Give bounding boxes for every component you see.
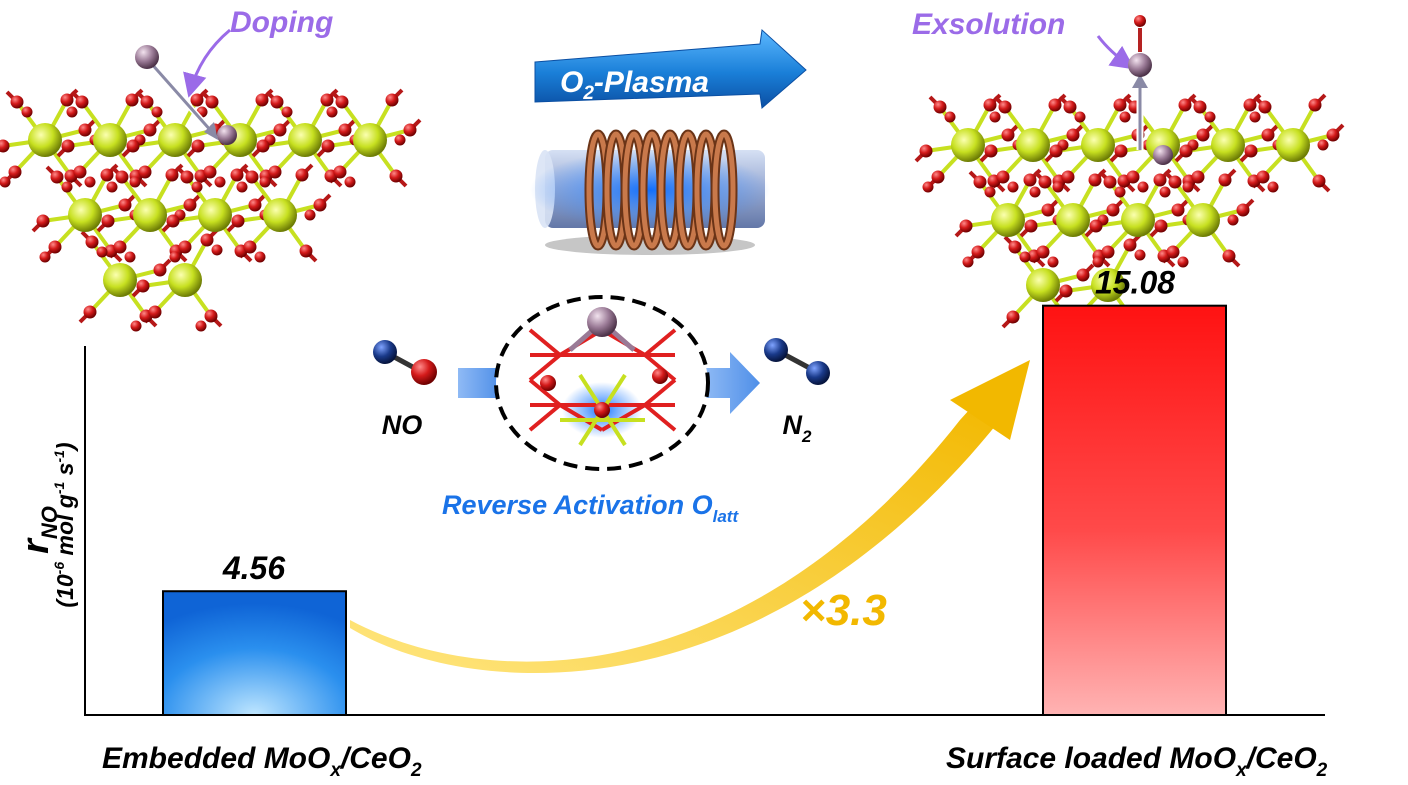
bar-value-label: 4.56: [222, 550, 285, 586]
x-label-surface: Surface loaded MoO: [946, 742, 1236, 775]
multiplier-label: ×3.3: [800, 586, 887, 635]
x-label-embedded-sub2: 2: [410, 760, 422, 781]
reaction-inset: NO N2 Reverse Activation Olatt: [373, 295, 830, 526]
bar-embedded: [162, 590, 347, 717]
y-axis-unit-d: ): [52, 442, 78, 453]
bar-surface-loaded: [1042, 304, 1227, 716]
no-label: NO: [382, 410, 423, 440]
no-molecule: [373, 340, 437, 385]
reaction-arrow: [704, 352, 760, 414]
y-axis-unit-a: (10: [52, 574, 78, 607]
y-axis-unit-b-sup: -1: [51, 482, 67, 495]
exsolved-atom-path: [1128, 15, 1152, 150]
y-axis-unit-c: s: [52, 463, 78, 482]
plasma-label-sub: 2: [582, 83, 594, 104]
svg-text:Surface loaded MoOx/CeO2: Surface loaded MoOx/CeO2: [946, 742, 1328, 781]
x-label-embedded-mid: /CeO: [339, 742, 411, 775]
top-oxygen-atom: [1134, 15, 1146, 27]
doping-label: Doping: [230, 6, 333, 39]
enhancement-arrow: [350, 360, 1030, 674]
svg-text:rNO: rNO: [15, 506, 62, 554]
svg-text:Embedded MoOx/CeO2: Embedded MoOx/CeO2: [102, 742, 422, 781]
y-axis-symbol: r: [15, 537, 57, 554]
y-axis-unit-a-sup: -6: [51, 562, 67, 575]
plasma-label-main: O: [560, 66, 583, 99]
reverse-activation-label: Reverse Activation O: [442, 490, 713, 520]
svg-text:Reverse Activation Olatt: Reverse Activation Olatt: [442, 490, 739, 526]
svg-text:O2-Plasma: O2-Plasma: [560, 66, 709, 104]
svg-text:(10-6 mol g-1 s-1): (10-6 mol g-1 s-1): [51, 442, 78, 607]
bar-value-label: 15.08: [1095, 265, 1175, 301]
plasma-reactor-coil: [530, 129, 770, 255]
lattice-fragment: [528, 307, 677, 447]
n2-molecule: [764, 338, 830, 385]
plasma-label-rest: -Plasma: [594, 66, 709, 99]
doping-pointer-arrow: [183, 28, 231, 98]
dopant-atom-path: [135, 45, 218, 140]
x-label-embedded-sub1: x: [329, 760, 342, 781]
exsolution-label: Exsolution: [912, 8, 1065, 41]
x-label-surface-mid: /CeO: [1245, 742, 1317, 775]
y-axis-symbol-sub: NO: [37, 506, 62, 539]
x-label-surface-sub2: 2: [1316, 760, 1328, 781]
exsolution-pointer-arrow: [1096, 35, 1135, 70]
y-axis-unit-c-sup: -1: [51, 450, 67, 463]
exsolved-crystal-structure: [914, 93, 1345, 337]
plasma-arrow: O2-Plasma: [534, 28, 807, 109]
reverse-activation-sub: latt: [713, 507, 740, 526]
x-label-surface-sub1: x: [1235, 760, 1248, 781]
y-axis-unit-b: mol g: [52, 494, 78, 562]
molybdenum-atom-exsolved: [1128, 53, 1152, 77]
molybdenum-atom-incoming: [135, 45, 159, 69]
doped-crystal-structure: [0, 88, 422, 332]
x-label-embedded: Embedded MoO: [102, 742, 330, 775]
svg-text:N2: N2: [783, 410, 813, 446]
n2-label-sub: 2: [801, 427, 812, 446]
n2-label-main: N: [783, 410, 803, 440]
